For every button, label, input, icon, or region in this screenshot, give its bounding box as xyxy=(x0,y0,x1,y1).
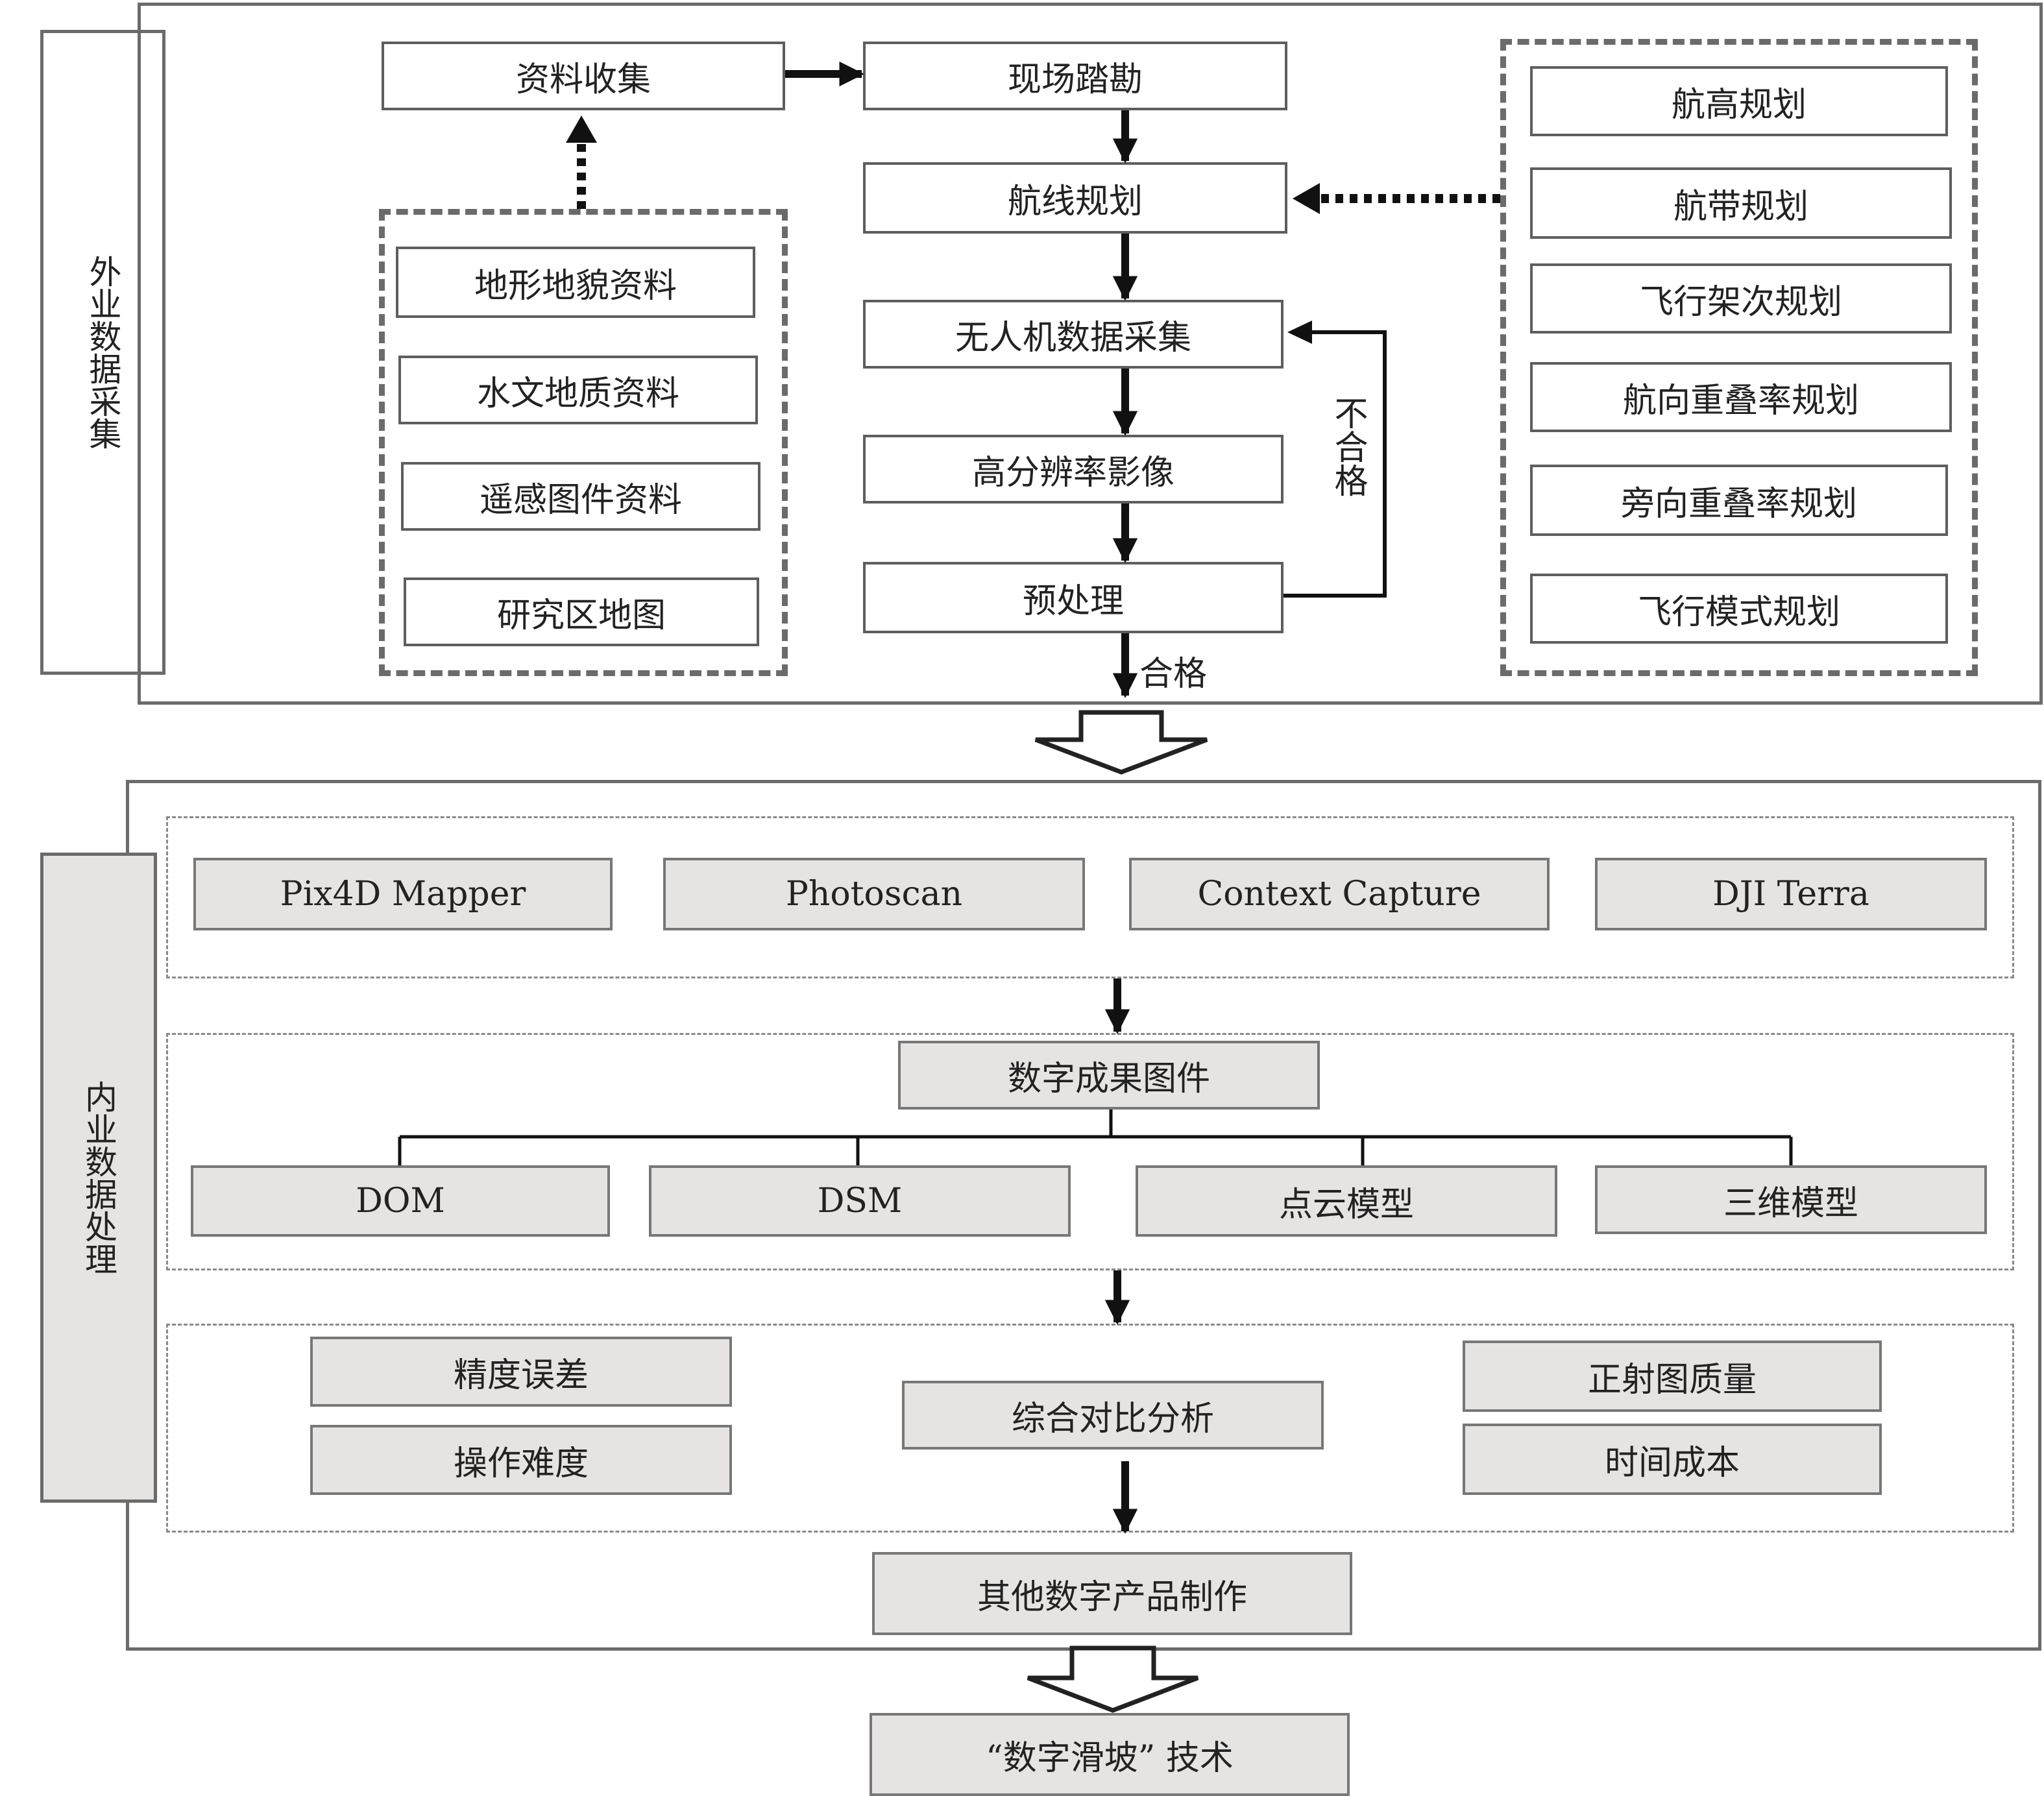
uav-acquisition-box: 无人机数据采集 xyxy=(863,300,1284,369)
materials-group xyxy=(379,209,788,676)
planning-item: 航带规划 xyxy=(1530,167,1952,239)
other-products-box: 其他数字产品制作 xyxy=(872,1552,1352,1635)
comparison-group xyxy=(166,1324,2014,1533)
arrowhead-materials-up xyxy=(566,115,597,143)
field-stage-panel xyxy=(138,3,2043,705)
product-item: DSM xyxy=(649,1165,1071,1237)
planning-item: 航向重叠率规划 xyxy=(1530,362,1952,432)
software-item: DJI Terra xyxy=(1595,858,1987,930)
hollow-arrow-to-final xyxy=(1027,1645,1199,1713)
material-item: 水文地质资料 xyxy=(398,356,758,424)
hollow-arrow-field-to-office xyxy=(1034,710,1208,775)
planning-item: 航高规划 xyxy=(1530,66,1948,136)
preprocessing-box: 预处理 xyxy=(863,562,1284,633)
compare-right-item: 时间成本 xyxy=(1463,1424,1882,1495)
product-item: 三维模型 xyxy=(1595,1165,1987,1234)
product-item: 点云模型 xyxy=(1136,1165,1557,1237)
material-item: 研究区地图 xyxy=(404,577,759,646)
arrowhead-unqualified xyxy=(1287,321,1312,344)
planning-item: 飞行架次规划 xyxy=(1530,263,1952,334)
compare-left-item: 操作难度 xyxy=(310,1425,732,1495)
arrowhead-planning-left xyxy=(1293,183,1320,214)
field-stage-label: 外业数据采集 xyxy=(40,30,165,675)
office-stage-label: 内业数据处理 xyxy=(40,853,157,1503)
material-item: 遥感图件资料 xyxy=(401,462,760,531)
software-group xyxy=(166,816,2014,978)
site-survey-box: 现场踏勘 xyxy=(863,42,1287,110)
material-item: 地形地貌资料 xyxy=(396,247,755,318)
results-tree xyxy=(398,1110,1793,1165)
results-group xyxy=(166,1033,2014,1270)
software-item: Photoscan xyxy=(663,858,1085,930)
planning-item: 飞行模式规划 xyxy=(1530,574,1948,644)
product-item: DOM xyxy=(191,1165,610,1237)
digital-results-box: 数字成果图件 xyxy=(898,1041,1320,1110)
software-item: Pix4D Mapper xyxy=(193,858,613,930)
compare-left-item: 精度误差 xyxy=(310,1337,732,1407)
compare-center-box: 综合对比分析 xyxy=(902,1381,1324,1450)
material-collection-box: 资料收集 xyxy=(382,42,785,110)
route-planning-box: 航线规划 xyxy=(863,162,1287,234)
compare-right-item: 正射图质量 xyxy=(1463,1341,1882,1412)
planning-group xyxy=(1500,39,1978,676)
planning-item: 旁向重叠率规划 xyxy=(1530,465,1948,536)
software-item: Context Capture xyxy=(1129,858,1550,930)
high-res-image-box: 高分辨率影像 xyxy=(863,435,1284,504)
unqualified-label: 不合格 xyxy=(1328,396,1367,497)
digital-landslide-box: “数字滑坡” 技术 xyxy=(870,1713,1350,1796)
qualified-label: 合格 xyxy=(1139,655,1208,694)
arrow-unqualified-loop xyxy=(1284,330,1387,598)
